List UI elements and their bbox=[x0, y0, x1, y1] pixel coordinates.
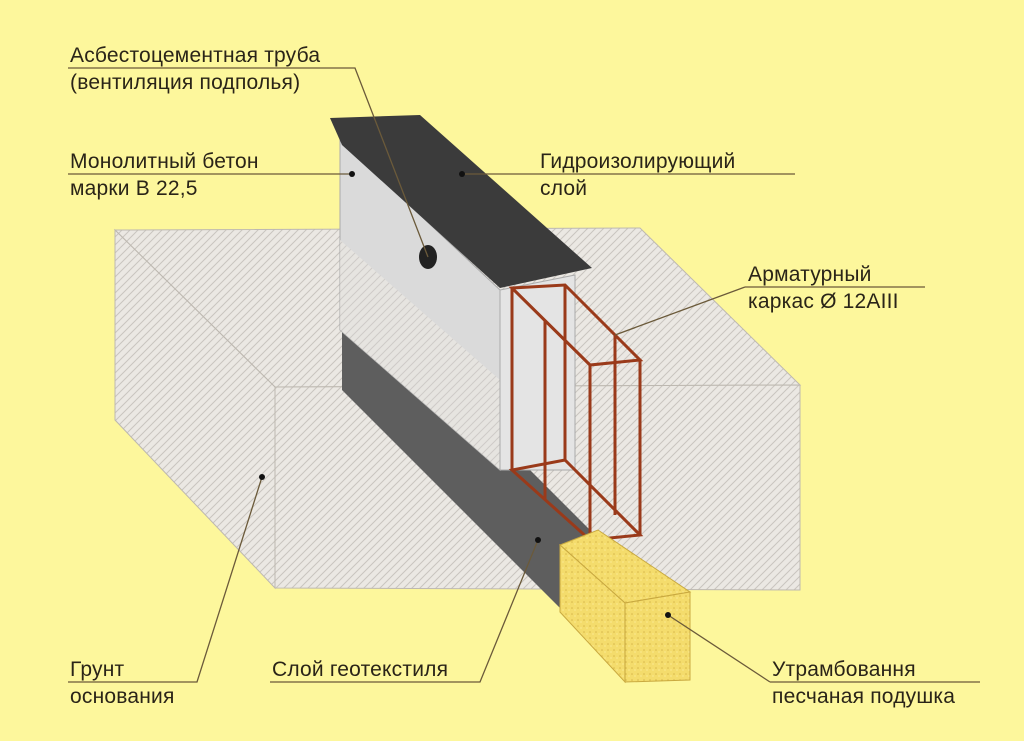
label-sand-line1: Утрамбовання bbox=[772, 658, 916, 681]
label-pipe-line2: (вентиляция подполья) bbox=[70, 71, 301, 94]
geotextile-layer bbox=[342, 318, 600, 608]
label-pipe-line1: Асбестоцементная труба bbox=[70, 44, 321, 67]
label-waterproofing-line1: Гидроизолирующий bbox=[540, 150, 736, 173]
label-rebar-line2: каркас Ø 12AIII bbox=[748, 290, 899, 313]
sand-cushion bbox=[559, 529, 692, 684]
label-pipe: Асбестоцементная труба (вентиляция подпол… bbox=[70, 42, 320, 96]
label-concrete-line1: Монолитный бетон bbox=[70, 150, 259, 173]
label-sand-line2: песчаная подушка bbox=[772, 685, 956, 708]
label-rebar: Арматурный каркас Ø 12AIII bbox=[748, 261, 899, 315]
label-geotextile: Слой геотекстиля bbox=[272, 656, 448, 683]
label-sand: Утрамбовання песчаная подушка bbox=[772, 656, 955, 710]
label-geotextile-line1: Слой геотекстиля bbox=[272, 658, 449, 681]
label-waterproofing-line2: слой bbox=[540, 177, 588, 200]
concrete-wall bbox=[339, 138, 576, 472]
label-soil-line1: Грунт bbox=[70, 658, 125, 681]
label-soil: Грунт основания bbox=[70, 656, 175, 710]
label-rebar-line1: Арматурный bbox=[748, 263, 872, 286]
label-concrete-line2: марки В 22,5 bbox=[70, 177, 198, 200]
waterproofing-cap bbox=[330, 115, 592, 288]
leader-lines bbox=[68, 67, 980, 683]
label-soil-line2: основания bbox=[70, 685, 175, 708]
label-concrete: Монолитный бетон марки В 22,5 bbox=[70, 148, 259, 202]
label-waterproofing: Гидроизолирующий слой bbox=[540, 148, 736, 202]
rebar-cage bbox=[508, 283, 644, 542]
